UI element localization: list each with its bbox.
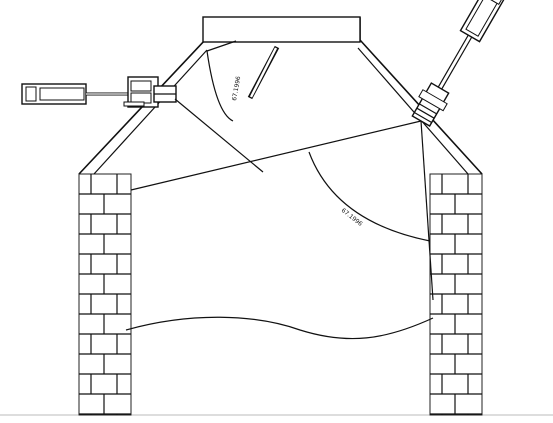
wavy-line [125,316,434,340]
angle-arcs [206,50,431,242]
right-syringe-device [411,0,506,127]
angle-label-right: 67.1996 [340,207,364,228]
angle-label-left: 67.1996 [231,76,242,102]
left-brick-wall [78,173,132,416]
right-brick-wall [429,173,483,416]
vent-rod [247,45,280,100]
left-syringe-device [21,76,177,108]
sight-lines [130,40,434,301]
top-cap [202,16,361,43]
